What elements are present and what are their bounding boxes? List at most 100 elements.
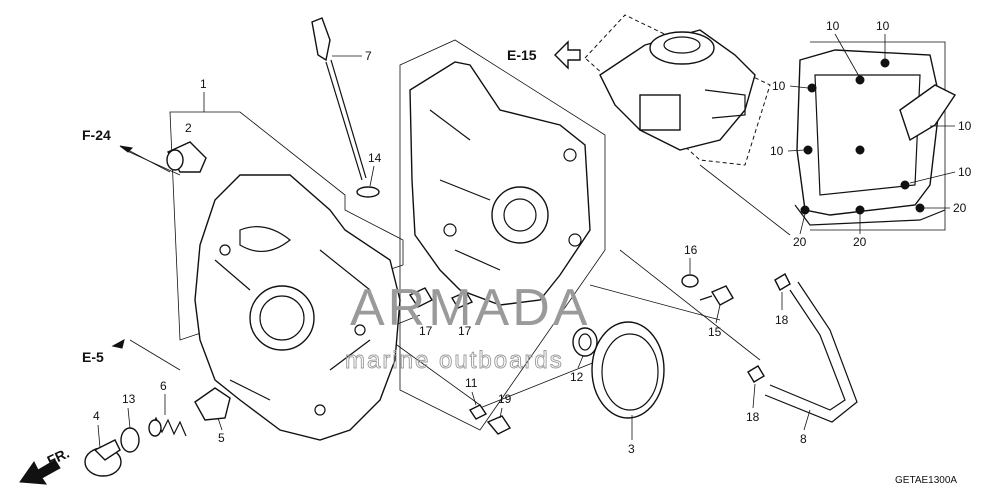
case-rib-3 bbox=[229, 379, 271, 401]
bolt-15 bbox=[699, 285, 734, 306]
cover-bolt-3 bbox=[880, 58, 890, 68]
bearing-bore-inner bbox=[259, 295, 305, 341]
cover-bolt-8 bbox=[855, 205, 865, 215]
callout-8: 8 bbox=[800, 432, 807, 446]
front-arrow-icon bbox=[19, 459, 61, 485]
right-cover-elbow bbox=[899, 84, 957, 142]
callout-18a: 18 bbox=[775, 313, 789, 327]
spring-6 bbox=[148, 416, 187, 437]
diag-line-7 bbox=[479, 359, 601, 409]
leader-12 bbox=[577, 355, 584, 369]
gasket-outer bbox=[591, 321, 665, 419]
gasket-13 bbox=[120, 427, 140, 453]
leader-20a bbox=[799, 213, 806, 235]
leader-11 bbox=[471, 391, 477, 406]
callout-13: 13 bbox=[122, 392, 136, 406]
hose-outer bbox=[769, 289, 846, 411]
right-cover bbox=[794, 49, 957, 226]
callout-19: 19 bbox=[498, 392, 512, 406]
center-hole-3 bbox=[443, 223, 457, 237]
hollow-arrow-left-icon bbox=[554, 40, 581, 70]
bearing-bore bbox=[249, 285, 315, 351]
front-indicator: FR. bbox=[19, 445, 72, 485]
cover-bolt-6 bbox=[900, 180, 910, 190]
upper-boss bbox=[239, 226, 291, 252]
leader-10c bbox=[789, 85, 809, 89]
callout-2: 2 bbox=[185, 121, 192, 135]
center-rib-2 bbox=[439, 179, 491, 201]
callout-12: 12 bbox=[570, 370, 584, 384]
assembly-frames bbox=[124, 14, 946, 431]
clip-18-upper bbox=[774, 273, 791, 291]
dowel-17b bbox=[450, 291, 474, 309]
center-crankcase bbox=[409, 61, 591, 306]
leader-10a bbox=[834, 33, 861, 79]
right-cover-inner bbox=[814, 74, 921, 196]
callout-20b: 20 bbox=[853, 235, 867, 249]
cover-bolt-4 bbox=[803, 145, 813, 155]
callout-4: 4 bbox=[93, 409, 100, 423]
dipstick-rod bbox=[325, 61, 363, 181]
case-bolt-hole-3 bbox=[314, 404, 326, 416]
drain-plug bbox=[84, 439, 122, 477]
diag-line-4 bbox=[589, 284, 721, 321]
leader-19 bbox=[499, 407, 503, 419]
callout-5: 5 bbox=[218, 431, 225, 445]
plug-shaft bbox=[93, 439, 121, 461]
clip-18-lower bbox=[747, 365, 765, 383]
reference-e5-label: E-5 bbox=[82, 349, 104, 365]
gasket-inner bbox=[601, 333, 659, 411]
bolt-15-shank bbox=[699, 295, 713, 301]
center-crankcase-body bbox=[409, 61, 591, 306]
center-rib-1 bbox=[429, 109, 471, 141]
center-hole-2 bbox=[568, 233, 582, 247]
right-cover-body bbox=[796, 49, 941, 216]
center-hole-1 bbox=[563, 148, 577, 162]
leader-8 bbox=[803, 409, 811, 431]
o-ring-14 bbox=[356, 186, 380, 198]
callout-16: 16 bbox=[684, 243, 698, 257]
leader-10f bbox=[909, 171, 956, 184]
spring-coils bbox=[149, 416, 187, 437]
callout-7: 7 bbox=[365, 49, 372, 63]
leader-14 bbox=[369, 165, 375, 187]
seal-12 bbox=[572, 327, 598, 357]
callout-17a: 17 bbox=[419, 324, 433, 338]
diag-line-5 bbox=[699, 164, 791, 236]
hose-8 bbox=[764, 281, 858, 423]
watermark-brand: ARMADA bbox=[350, 279, 590, 337]
leader-18b bbox=[752, 383, 756, 409]
dipstick-rod-2 bbox=[330, 59, 367, 179]
callout-10a: 10 bbox=[826, 19, 840, 33]
leader-10e bbox=[787, 149, 806, 152]
right-cover-frame bbox=[810, 41, 946, 231]
callout-14: 14 bbox=[368, 151, 382, 165]
carb-linkage bbox=[704, 89, 746, 119]
center-case-frame bbox=[399, 39, 606, 431]
front-indicator-label: FR. bbox=[45, 445, 72, 469]
callout-6: 6 bbox=[160, 379, 167, 393]
cover-bolt-1 bbox=[807, 83, 817, 93]
leader-4 bbox=[97, 424, 101, 449]
dipstick bbox=[311, 17, 367, 181]
spring-end bbox=[148, 419, 162, 437]
leader-13 bbox=[127, 407, 131, 429]
right-cover-gasket bbox=[794, 204, 946, 226]
washer-16 bbox=[681, 274, 699, 288]
watermark-tagline: marine outboards bbox=[345, 347, 564, 374]
callout-20a: 20 bbox=[793, 235, 807, 249]
callout-3: 3 bbox=[628, 442, 635, 456]
cover-bolt-5 bbox=[855, 145, 865, 155]
cover-bolt-7 bbox=[800, 205, 810, 215]
case-rib-1 bbox=[214, 259, 251, 291]
reference-e15: E-15 bbox=[507, 40, 581, 70]
diagram-code: GETAE1300A bbox=[895, 475, 957, 486]
callout-10b: 10 bbox=[876, 19, 890, 33]
case-rib-4 bbox=[329, 339, 371, 371]
strainer-body bbox=[194, 387, 231, 421]
diag-line-6 bbox=[389, 339, 481, 406]
center-bore-inner bbox=[503, 198, 537, 232]
callout-11: 11 bbox=[465, 376, 478, 390]
dipstick-handle bbox=[311, 17, 331, 62]
